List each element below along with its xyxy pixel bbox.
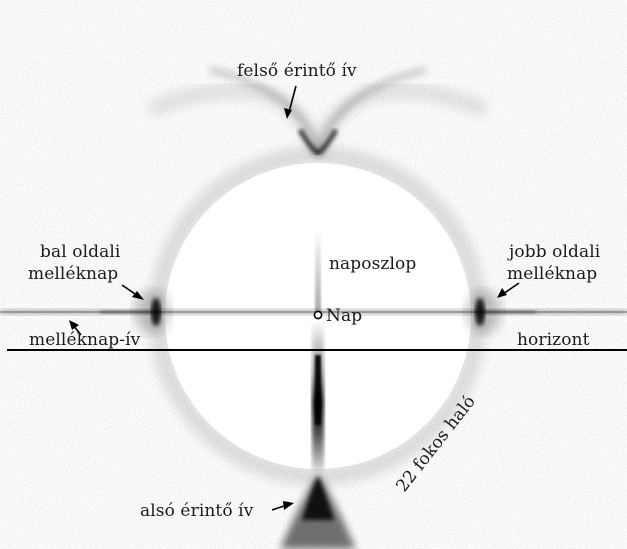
- lower-tangent-arc-label: alsó érintő ív: [140, 500, 253, 522]
- horizon-label: horizont: [517, 329, 590, 351]
- upper-tangent-arc-label: felső érintő ív: [237, 60, 357, 82]
- sun-pillar-label: naposzlop: [329, 253, 416, 275]
- right-parhelion-label-line1: jobb oldali: [509, 241, 600, 263]
- parhelic-circle-label: melléknap-ív: [29, 329, 140, 351]
- sun-label: Nap: [326, 305, 362, 327]
- left-parhelion-label-line1: bal oldali: [40, 241, 120, 263]
- sun-marker: [314, 311, 321, 318]
- left-parhelion-label-line2: melléknap: [28, 263, 118, 285]
- right-parhelion-label-line2: melléknap: [507, 263, 597, 285]
